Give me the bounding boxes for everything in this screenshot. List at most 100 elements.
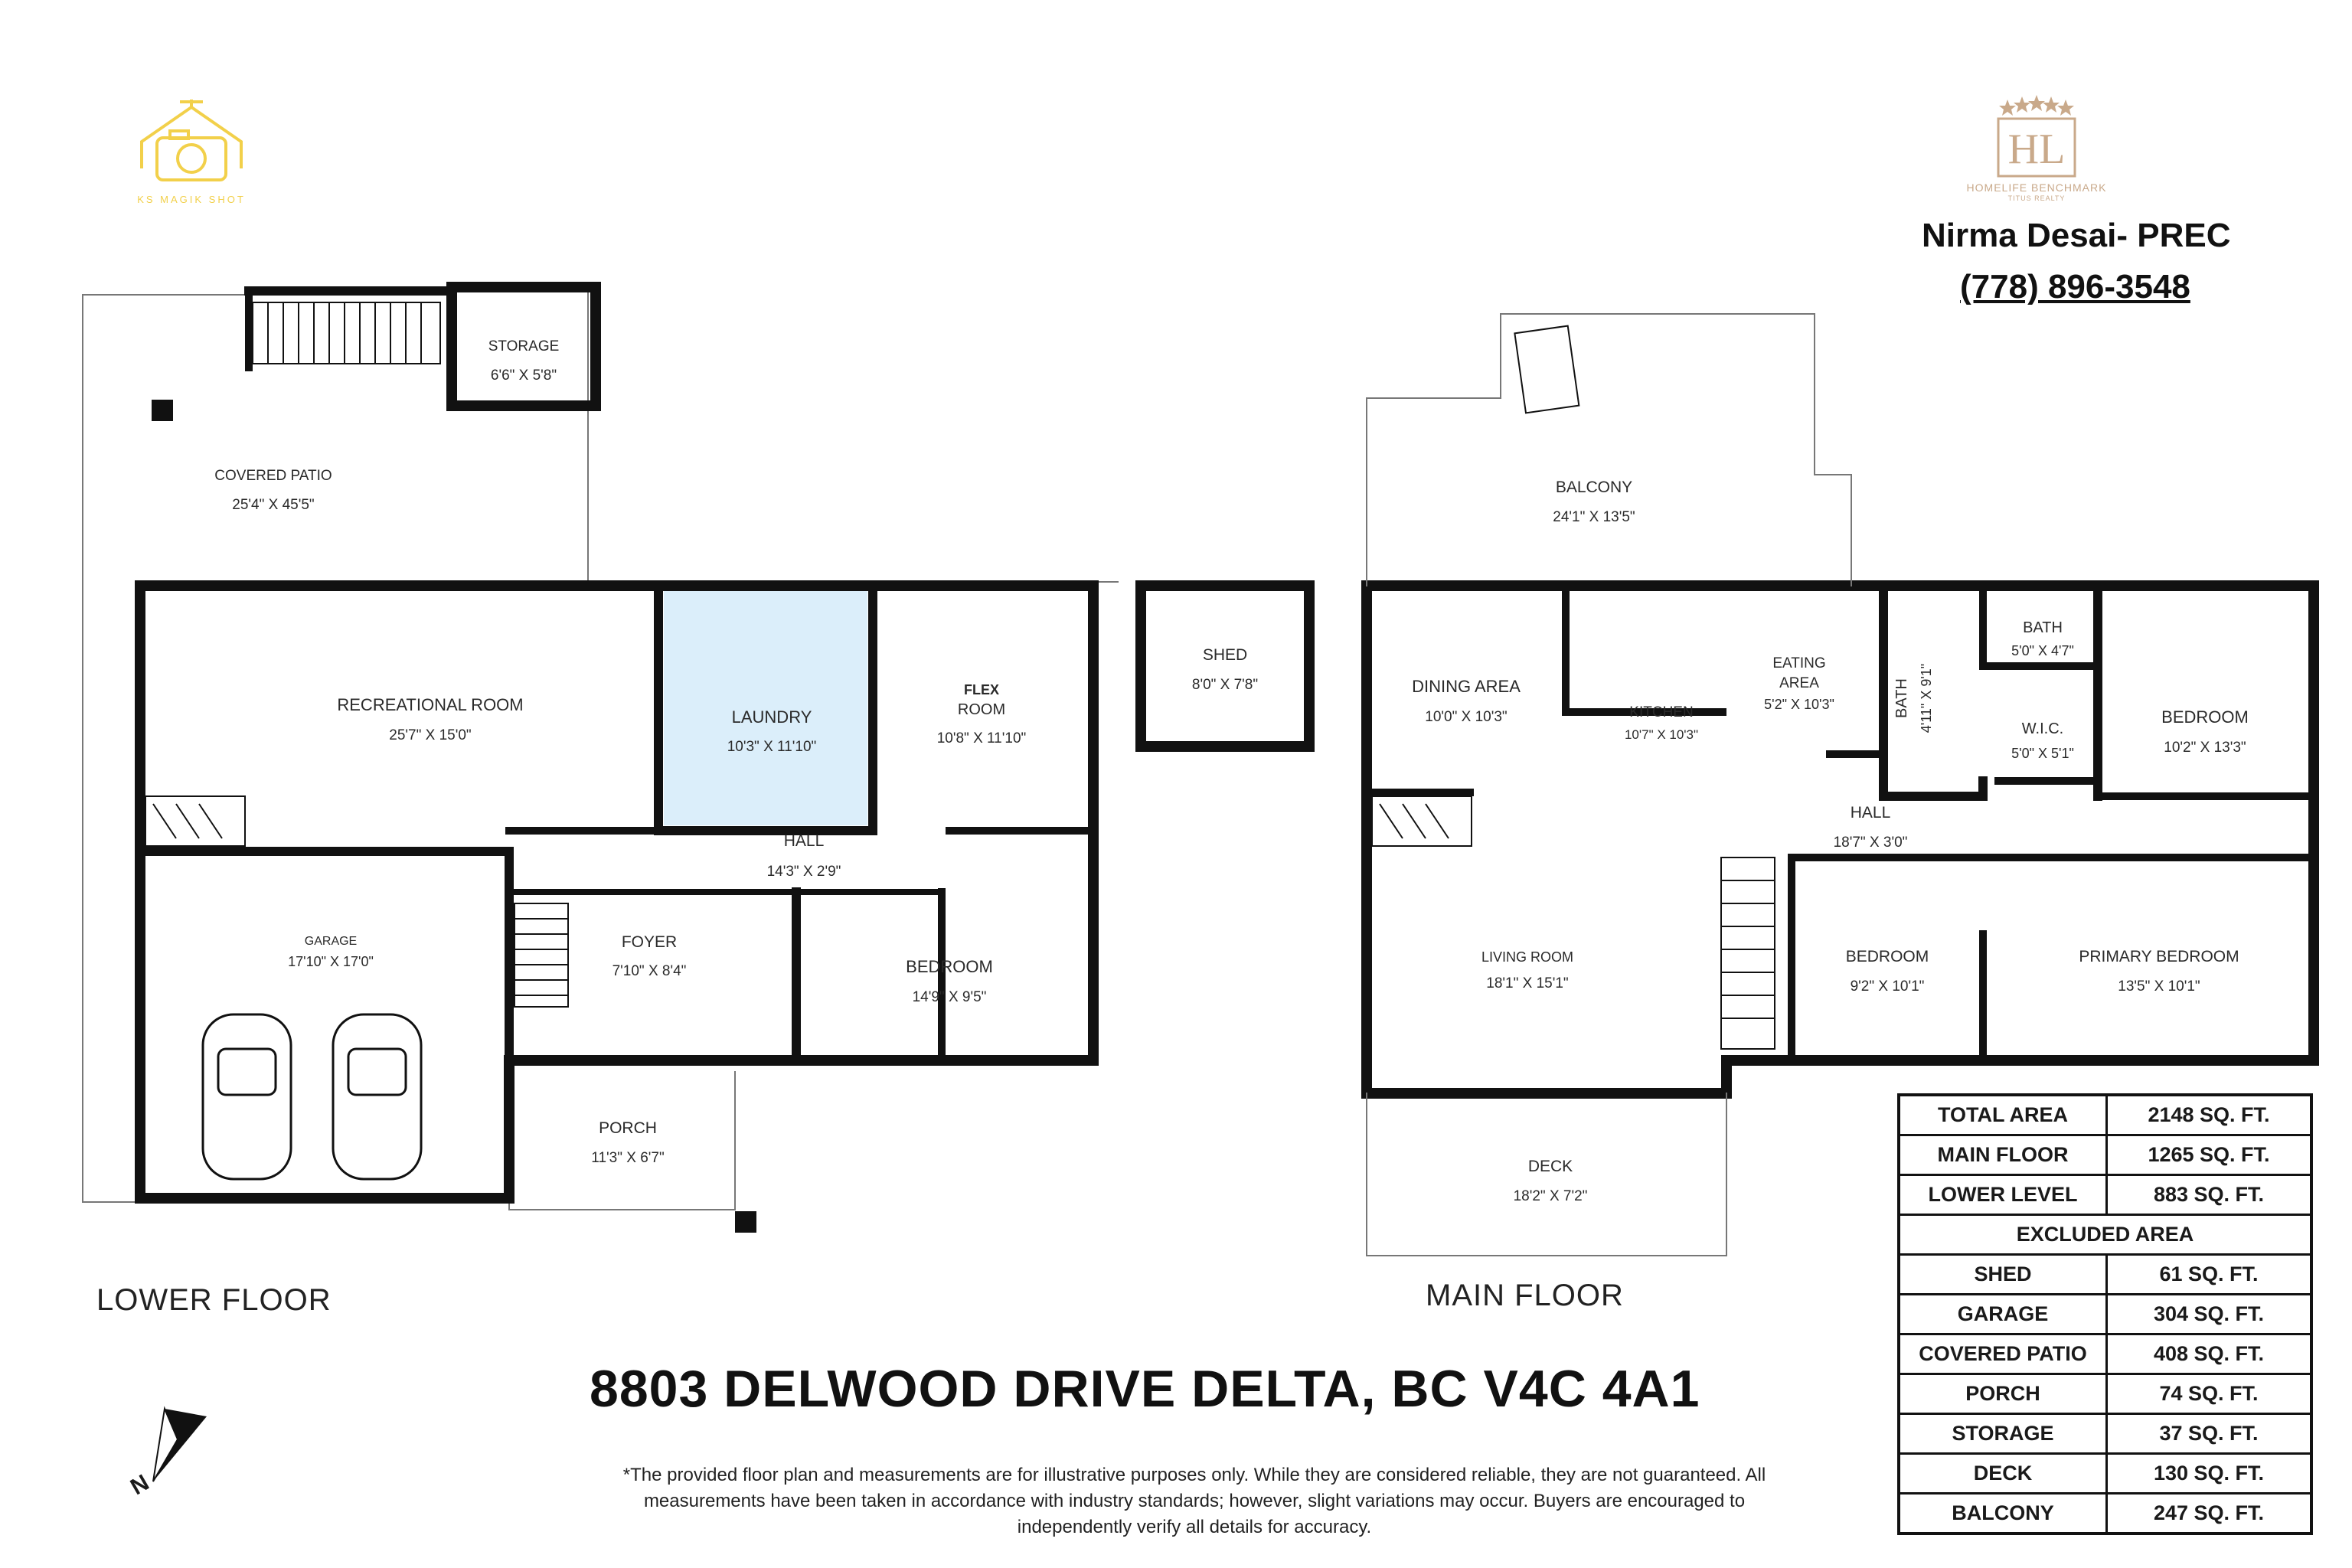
north-arrow: N [122, 1397, 214, 1508]
area-label: BALCONY [1897, 1492, 2108, 1535]
area-label: LOWER LEVEL [1897, 1174, 2108, 1216]
area-value: 883 SQ. FT. [2105, 1174, 2313, 1216]
balcony-label: BALCONY [1556, 479, 1632, 496]
agent-name: Nirma Desai- PREC [1922, 217, 2231, 254]
area-value: 130 SQ. FT. [2105, 1452, 2313, 1494]
garage-dim: 17'10" X 17'0" [288, 954, 374, 969]
table-row: PORCH 74 SQ. FT. [1897, 1373, 2313, 1415]
bath-small-dim: 5'0" X 4'7" [2011, 643, 2074, 658]
area-label: PORCH [1897, 1373, 2108, 1415]
area-value: 37 SQ. FT. [2105, 1413, 2313, 1455]
post-marker [152, 400, 173, 421]
area-label: GARAGE [1897, 1293, 2108, 1335]
flex-room-label-2: ROOM [958, 701, 1005, 718]
area-value: 74 SQ. FT. [2105, 1373, 2313, 1415]
laundry-fill [664, 591, 867, 825]
living-room-label: LIVING ROOM [1481, 949, 1573, 965]
ks-magik-shot-logo: KS MAGIK SHOT [115, 96, 268, 211]
bedroom-right-dim: 10'2" X 13'3" [2164, 740, 2246, 756]
table-row: SHED 61 SQ. FT. [1897, 1253, 2313, 1295]
stairs [252, 302, 1775, 1050]
porch-dim: 11'3" X 6'7" [591, 1150, 664, 1166]
area-value: 2148 SQ. FT. [2105, 1093, 2313, 1136]
table-row: TOTAL AREA 2148 SQ. FT. [1897, 1093, 2313, 1136]
excluded-area-header: EXCLUDED AREA [1897, 1214, 2313, 1256]
area-label: COVERED PATIO [1897, 1333, 2108, 1375]
eating-area-label-2: AREA [1779, 675, 1819, 691]
kitchen-dim: 10'7" X 10'3" [1625, 727, 1698, 742]
balcony-dim: 24'1" X 13'5" [1553, 509, 1635, 525]
post-marker [735, 1211, 756, 1233]
area-label: TOTAL AREA [1897, 1093, 2108, 1136]
recreational-room-label: RECREATIONAL ROOM [337, 695, 523, 714]
bath-small-label: BATH [2023, 619, 2063, 636]
main-floor-title: MAIN FLOOR [1426, 1279, 1624, 1312]
fireplace [145, 795, 1472, 847]
table-row: COVERED PATIO 408 SQ. FT. [1897, 1333, 2313, 1375]
homelife-subtitle: TITUS REALTY [2007, 194, 2066, 202]
area-summary-table: TOTAL AREA 2148 SQ. FT. MAIN FLOOR 1265 … [1897, 1093, 2313, 1535]
area-label: STORAGE [1897, 1413, 2108, 1455]
area-label: DECK [1897, 1452, 2108, 1494]
foyer-dim: 7'10" X 8'4" [612, 963, 687, 979]
area-value: 247 SQ. FT. [2105, 1492, 2313, 1535]
kitchen-label: KITCHEN [1629, 704, 1693, 720]
storage-dim: 6'6" X 5'8" [491, 368, 557, 384]
covered-patio-dim: 25'4" X 45'5" [232, 497, 314, 513]
area-value: 304 SQ. FT. [2105, 1293, 2313, 1335]
homelife-brand-text: HOMELIFE BENCHMARK [1967, 181, 2107, 194]
table-row: MAIN FLOOR 1265 SQ. FT. [1897, 1134, 2313, 1176]
living-room-dim: 18'1" X 15'1" [1486, 975, 1568, 991]
shed-dim: 8'0" X 7'8" [1192, 677, 1258, 693]
ks-logo-text: KS MAGIK SHOT [137, 194, 246, 205]
compass-arrow-icon [152, 1406, 207, 1482]
storage-label: STORAGE [488, 338, 560, 354]
table-row: DECK 130 SQ. FT. [1897, 1452, 2313, 1494]
recreational-room-dim: 25'7" X 15'0" [389, 727, 471, 743]
bath-vertical-dim: 4'11" X 9'1" [1919, 664, 1934, 733]
foyer-label: FOYER [622, 933, 677, 951]
deck-label: DECK [1528, 1158, 1573, 1175]
table-row: LOWER LEVEL 883 SQ. FT. [1897, 1174, 2313, 1216]
bedroom-right-label: BEDROOM [2161, 707, 2249, 727]
bedroom-lower-dim: 14'9" X 9'5" [913, 989, 987, 1005]
garage-label: GARAGE [305, 935, 357, 948]
table-row: STORAGE 37 SQ. FT. [1897, 1413, 2313, 1455]
property-address: 8803 DELWOOD DRIVE DELTA, BC V4C 4A1 [590, 1360, 1700, 1418]
porch-label: PORCH [599, 1119, 657, 1137]
hl-monogram: HL [2008, 126, 2066, 173]
homelife-logo: HL HOMELIFE BENCHMARK TITUS REALTY [1937, 84, 2136, 202]
lower-floor-title: LOWER FLOOR [96, 1283, 332, 1317]
table-row: EXCLUDED AREA [1897, 1214, 2313, 1256]
bedroom-mid-label: BEDROOM [1846, 948, 1929, 965]
primary-bedroom-dim: 13'5" X 10'1" [2118, 978, 2200, 995]
wic-label: W.I.C. [2022, 720, 2063, 737]
laundry-dim: 10'3" X 11'10" [727, 739, 817, 755]
agent-phone-link[interactable]: (778) 896-3548 [1960, 268, 2190, 305]
homelife-emblem-icon: HL HOMELIFE BENCHMARK [1967, 95, 2107, 194]
camera-house-icon: KS MAGIK SHOT [137, 100, 246, 205]
area-value: 1265 SQ. FT. [2105, 1134, 2313, 1176]
area-value: 61 SQ. FT. [2105, 1253, 2313, 1295]
area-label: MAIN FLOOR [1897, 1134, 2108, 1176]
dining-area-dim: 10'0" X 10'3" [1425, 709, 1507, 725]
hall-main-label: HALL [1851, 804, 1891, 822]
covered-patio-label: COVERED PATIO [214, 468, 332, 484]
primary-bedroom-label: PRIMARY BEDROOM [2079, 948, 2239, 965]
bath-vertical-label: BATH [1893, 678, 1910, 718]
table-row: BALCONY 247 SQ. FT. [1897, 1492, 2313, 1535]
bedroom-mid-dim: 9'2" X 10'1" [1851, 978, 1925, 995]
table-row: GARAGE 304 SQ. FT. [1897, 1293, 2313, 1335]
laundry-label: LAUNDRY [732, 707, 812, 727]
wic-dim: 5'0" X 5'1" [2011, 746, 2074, 761]
deck-dim: 18'2" X 7'2" [1514, 1188, 1588, 1204]
flex-room-dim: 10'8" X 11'10" [937, 730, 1027, 746]
eating-area-label-1: EATING [1772, 655, 1825, 671]
shed-label: SHED [1203, 646, 1247, 664]
hall-lower-dim: 14'3" X 2'9" [767, 864, 841, 880]
eating-area-dim: 5'2" X 10'3" [1764, 697, 1834, 712]
bedroom-lower-label: BEDROOM [906, 957, 993, 976]
hall-lower-label: HALL [784, 832, 825, 850]
area-label: SHED [1897, 1253, 2108, 1295]
